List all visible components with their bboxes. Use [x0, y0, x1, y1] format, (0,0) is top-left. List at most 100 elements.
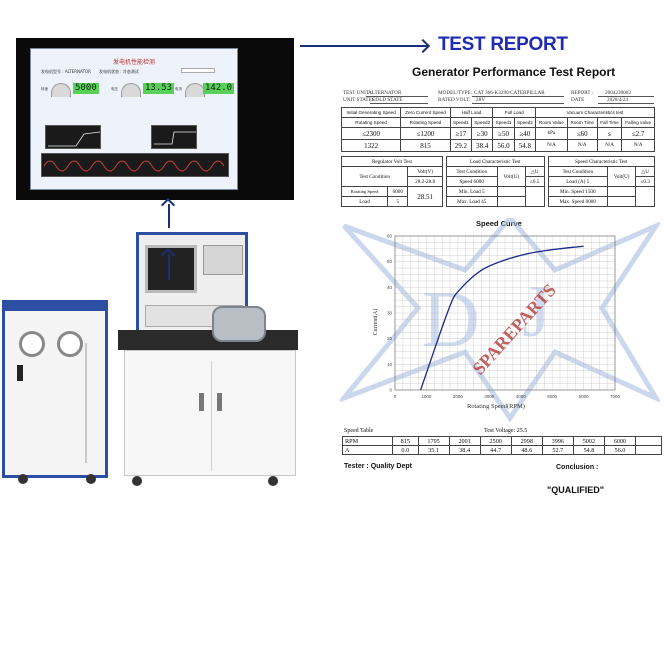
- table-spacer: [441, 166, 447, 177]
- table-cell: 38.4: [471, 139, 494, 152]
- table-cell: [635, 186, 655, 207]
- report-no-label: REPORT :: [571, 90, 594, 96]
- scope-panel-2: [151, 125, 197, 149]
- max-speed-value: 6000: [585, 198, 596, 205]
- cabinet-door-split: [211, 361, 212, 471]
- meta-underline: [370, 103, 428, 104]
- gauge-label-current: 电流: [175, 87, 182, 91]
- instrument-panel: [203, 245, 243, 275]
- monitor-photo: 发电机性能检测 发电机型号 : ALTERNATOR 发电机状态 : 冷态测试 …: [16, 38, 294, 200]
- unit-states-label: UNIT STATES :: [343, 97, 378, 103]
- x-tick-label: 4000: [516, 394, 527, 399]
- date-label: DATE: [571, 97, 585, 103]
- table-spacer: [441, 176, 447, 187]
- table-cell: Test Condition: [445, 166, 498, 177]
- table-cell: Max. Speed 6000: [547, 196, 608, 207]
- scope-wave: [43, 160, 225, 172]
- table-cell: 28.2-28.8: [407, 176, 443, 187]
- scope-trace-2: [154, 131, 196, 145]
- table-cell: Fall Time: [596, 117, 623, 128]
- caster-wheel: [268, 476, 278, 486]
- rpm-label: RPM: [342, 436, 393, 446]
- verdict: "QUALIFIED": [547, 485, 605, 495]
- table-cell: ≤0.5: [524, 176, 545, 187]
- table-cell: 6000: [387, 186, 409, 197]
- table-cell: 1322: [340, 139, 402, 152]
- table-cell: △U: [524, 166, 545, 177]
- table-cell: ≥17: [449, 127, 473, 140]
- table-cell: kPa: [535, 127, 568, 140]
- table-cell: ≤60: [566, 127, 598, 140]
- table-cell: 0.0: [392, 445, 419, 455]
- table-cell: 54.8: [572, 445, 605, 455]
- table-cell: [635, 436, 662, 446]
- door-handle-right: [217, 393, 222, 411]
- table-row: RPM 815 1795 2001 2500 2998 3996 5002 60…: [342, 436, 662, 446]
- speed-table-title: Speed Table: [344, 428, 374, 434]
- cabinet-seam: [85, 343, 87, 463]
- table-cell: 5: [387, 196, 409, 207]
- table-cell: ≥30: [471, 127, 494, 140]
- max-speed-label: Max. Speed: [559, 198, 585, 205]
- meta-underline: [472, 103, 564, 104]
- speed-gauge: [51, 83, 71, 97]
- y-axis-label: Current(A): [372, 309, 379, 336]
- rated-volt-value: 28V: [476, 97, 485, 103]
- arrow-up-to-monitor: [168, 204, 170, 228]
- screen-model-label: 发电机型号 : ALTERNATOR: [41, 69, 91, 74]
- volt-test-table: Regulator Volt Test Load Characteristic …: [340, 156, 655, 207]
- cabinet-top-strip: [5, 303, 105, 311]
- alternator-under-test: [212, 306, 266, 342]
- speed-load-label: Load (A): [566, 178, 586, 185]
- table-cell: Volt(V): [407, 166, 443, 177]
- table-cell: Initial Generating Speed: [340, 107, 402, 118]
- meta-underline: [598, 96, 654, 97]
- caster-wheel: [18, 474, 28, 484]
- meta-underline: [472, 96, 564, 97]
- current-label: A: [342, 445, 393, 455]
- table-cell: [606, 186, 637, 197]
- table-cell: 2500: [479, 436, 512, 446]
- table-cell: s: [596, 127, 623, 140]
- table-cell: Rotating Speed: [400, 117, 451, 128]
- table-spacer: [543, 186, 549, 197]
- table-cell: 2001: [448, 436, 481, 446]
- table-cell: Half Load: [449, 107, 494, 118]
- test-unit-label: TEST UNIT :: [343, 90, 372, 96]
- table-cell: Speed1: [449, 117, 473, 128]
- table-cell: Load (A) 5: [547, 176, 608, 187]
- gauge-row: 转速 5000 电压 13.53 电流 142.0: [41, 83, 235, 113]
- table-spacer: [441, 186, 447, 197]
- conclusion-label: Conclusion :: [556, 464, 599, 471]
- unit-states-value: COLD STATE: [372, 97, 403, 103]
- table-spacer: [441, 156, 447, 167]
- scope-trace-1: [48, 131, 101, 147]
- table-cell: [524, 186, 545, 207]
- x-tick-label: 6000: [579, 394, 590, 399]
- table-cell: Load: [340, 196, 389, 207]
- x-tick-label: 2000: [453, 394, 464, 399]
- table-cell: N/A: [566, 139, 598, 152]
- volt-gauge: [121, 83, 141, 97]
- table-cell: Room Time: [566, 117, 598, 128]
- x-tick-label: 3000: [484, 394, 495, 399]
- table-cell: Falling value: [621, 117, 655, 128]
- table-spacer: [543, 156, 549, 167]
- table-subheader-row: Rotating Speed Rotating Speed Speed1 Spe…: [340, 117, 655, 128]
- load-header: Load Characteristic Test: [445, 156, 545, 167]
- current-readout: 142.0: [203, 83, 235, 94]
- watermark-letter-d: D: [422, 276, 480, 364]
- table-spacer: [441, 196, 447, 207]
- min-speed-value: 1500: [585, 188, 596, 195]
- pressure-gauge-right: [57, 331, 83, 357]
- table-row: Test Condition Volt(V) Test Condition Vo…: [340, 166, 655, 187]
- arrow-up-from-rack: [168, 254, 170, 280]
- table-cell: 6000: [603, 436, 637, 446]
- caster-wheel: [86, 474, 96, 484]
- table-cell: Volt(U): [606, 166, 637, 187]
- table-cell: Test Condition: [547, 166, 608, 177]
- test-unit-value: ALTERNATOR: [368, 90, 402, 96]
- speed-readout: 5000: [73, 83, 99, 94]
